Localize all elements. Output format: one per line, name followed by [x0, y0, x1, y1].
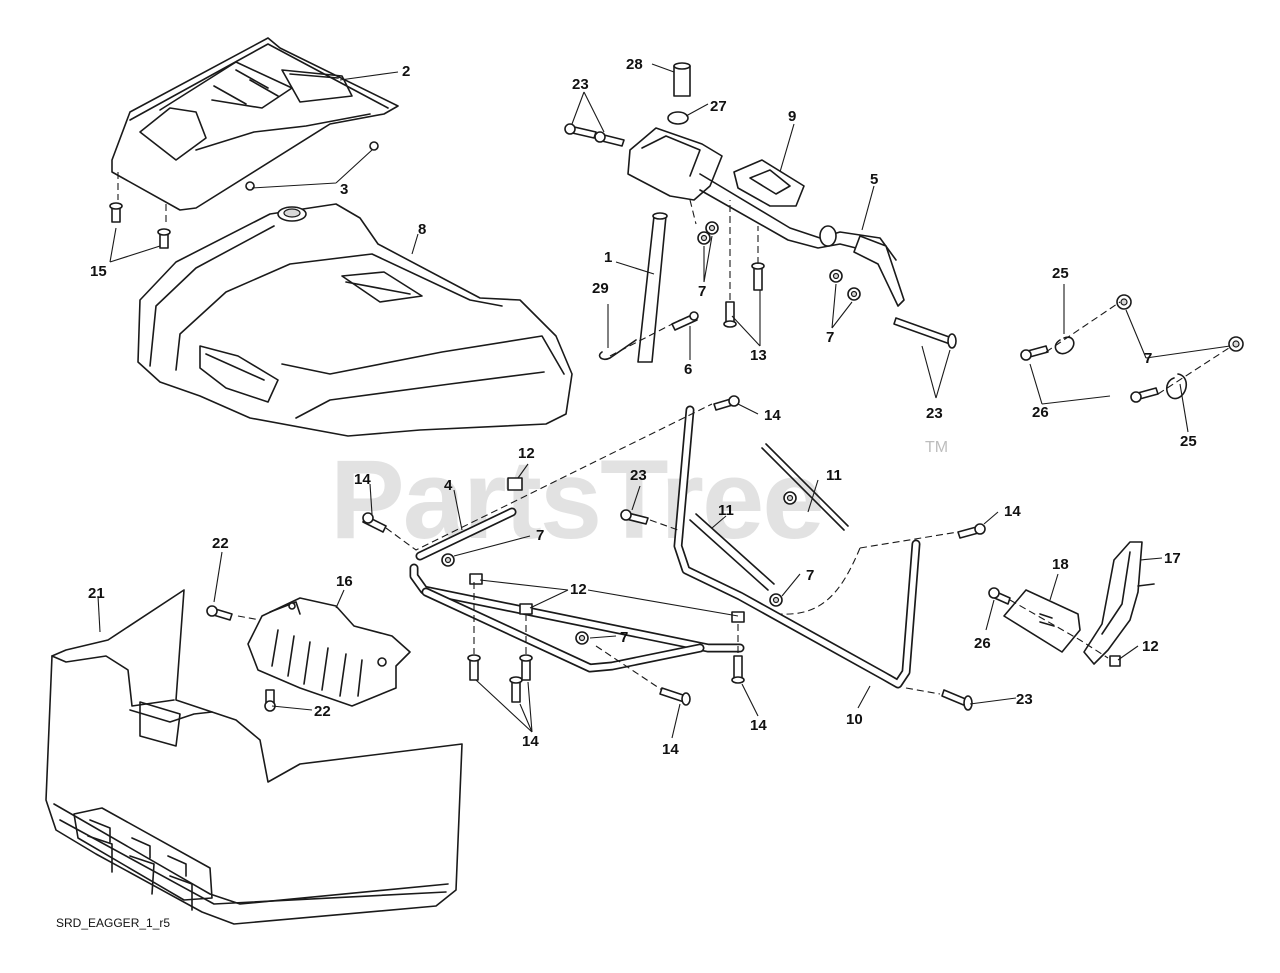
part-17-side-bracket: [1083, 541, 1155, 665]
callout-7-brace: 7: [806, 567, 814, 584]
callout-26-lower: 26: [974, 635, 991, 652]
callout-22-top: 22: [212, 535, 229, 552]
part-9-steering-bracket: [627, 127, 897, 265]
part-16-heat-shield: [247, 597, 411, 707]
callout-16: 16: [336, 573, 353, 590]
callout-28: 28: [626, 56, 643, 73]
callout-7-steer: 7: [698, 283, 706, 300]
part-29-pin: [598, 339, 637, 361]
callout-26-right: 26: [1032, 404, 1049, 421]
part-2-dash-cover: [111, 37, 399, 211]
fastener-nuts-washers: [441, 221, 1244, 667]
callout-labels: 2 3 15 8 28 27 23 9 5 1 7 7 29 6 13 23 2…: [88, 56, 1197, 758]
callout-14-left: 14: [354, 471, 371, 488]
callout-14-bottom-mid: 14: [750, 717, 767, 734]
callout-14-right: 14: [1004, 503, 1021, 520]
callout-2: 2: [402, 63, 410, 80]
callout-1: 1: [604, 249, 612, 266]
leader-lines: [97, 63, 1231, 739]
callout-23-bottom: 23: [1016, 691, 1033, 708]
callout-14-bottom: 14: [662, 741, 679, 758]
callout-7-lower: 7: [620, 629, 628, 646]
callout-3: 3: [340, 181, 348, 198]
callout-6: 6: [684, 361, 692, 378]
callout-11-right: 11: [826, 467, 842, 484]
callout-12-mid: 12: [570, 581, 587, 598]
part-25-clips: [1054, 336, 1188, 400]
diagram-code: SRD_EAGGER_1_r5: [56, 916, 170, 930]
fastener-bolts: [109, 123, 1159, 712]
callout-12-top: 12: [518, 445, 535, 462]
callout-23-top: 23: [572, 76, 589, 93]
callout-7-arm: 7: [826, 329, 834, 346]
part-28-shaft: [673, 62, 691, 97]
callout-21: 21: [88, 585, 105, 602]
callout-7-right: 7: [1144, 350, 1152, 367]
callout-14-bolt-group: 14: [522, 733, 539, 750]
part-27-bushing: [667, 111, 689, 125]
part-18-plate: [1003, 589, 1081, 653]
callout-7-front: 7: [536, 527, 544, 544]
callout-27: 27: [710, 98, 727, 115]
callout-12-right: 12: [1142, 638, 1159, 655]
callout-5: 5: [870, 171, 878, 188]
assembly-lines: [117, 172, 1233, 695]
callout-13: 13: [750, 347, 767, 364]
callout-17: 17: [1164, 550, 1181, 567]
callout-29: 29: [592, 280, 609, 297]
part-4-10-tube-frame: [409, 405, 921, 689]
callout-15: 15: [90, 263, 107, 280]
callout-25-top: 25: [1052, 265, 1069, 282]
callout-22-bottom: 22: [314, 703, 331, 720]
part-11-braces: [689, 443, 849, 591]
callout-10: 10: [846, 711, 863, 728]
part-8-hood-panel: [137, 203, 573, 437]
callout-11-left: 11: [718, 502, 734, 519]
callout-18: 18: [1052, 556, 1069, 573]
callout-23-mid: 23: [630, 467, 647, 484]
callout-25-bottom: 25: [1180, 433, 1197, 450]
trademark-mark: TM: [925, 439, 948, 456]
parts-tree-watermark: PartsTree: [330, 437, 823, 562]
part-5-steering-arm: [853, 235, 905, 307]
callout-4: 4: [444, 477, 453, 494]
callout-23-right: 23: [926, 405, 943, 422]
callout-14-top: 14: [764, 407, 781, 424]
callout-9: 9: [788, 108, 796, 125]
callout-8: 8: [418, 221, 426, 238]
part-21-front-bumper: [45, 589, 463, 925]
part-1-steering-column: [637, 212, 668, 363]
